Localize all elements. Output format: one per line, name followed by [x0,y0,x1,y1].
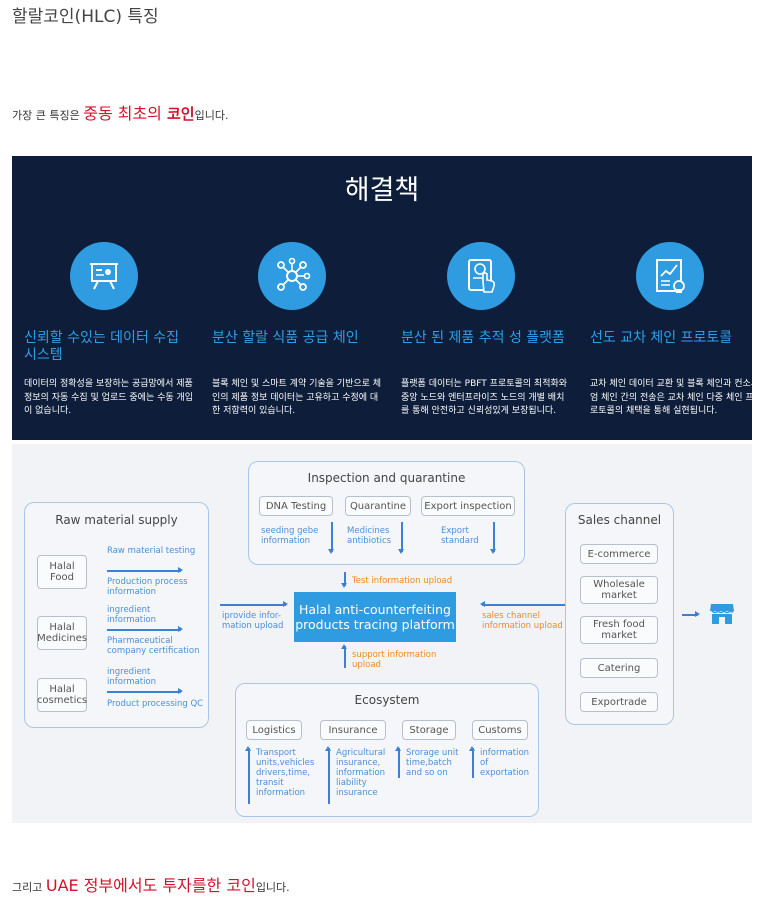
provide-upload-label: iprovide infor-mation upload [222,611,284,631]
intro-paragraph: 가장 큰 특징은 중동 최초의 코인입니다. [12,100,228,124]
ecosystem-note: Transport units,vehicles drivers,time, t… [256,748,315,798]
arrow-up-icon [395,746,401,778]
page-title: 할랄코인(HLC) 특징 [12,7,159,27]
arrow-right-icon [107,688,183,694]
arrow-up-icon [245,746,251,804]
inspection-box: Inspection and quarantine DNA Testing Qu… [248,461,525,565]
raw-note: ingredient information [107,605,157,625]
closing-paragraph: 그리고 UAE 정부에서도 투자를한 코인입니다. [12,872,290,896]
arrow-up-icon [469,746,475,778]
ecosystem-box: Ecosystem Logistics Insurance Storage Cu… [235,683,539,817]
sales-channel-chip: E-commerce [580,544,658,564]
card-description: 데이터의 정확성을 보장하는 공급망에서 제품 정보의 자동 수집 및 업로드 … [24,379,194,416]
arrow-down-icon [398,522,404,554]
solution-title: 해결책 [344,175,420,206]
arrow-right-icon [682,611,700,617]
sales-channel-chip: Fresh food market [580,616,658,644]
arrow-right-icon [107,567,183,573]
card-description: 플랫폼 데이터는 PBFT 프로토콜의 최적화와 중앙 노드와 엔터프라이즈 노… [401,379,568,416]
solution-panel: 해결책 신뢰할 수있는 데이터 수집 시스템 데이터의 정확성을 보장하는 공급… [12,156,752,440]
halal-food-chip: Halal Food [37,555,87,589]
card-title: 신뢰할 수있는 데이터 수집 시스템 [24,330,180,363]
raw-note: Raw material testing [107,546,196,556]
sales-channel-chip: Exportrade [580,692,658,712]
arrow-down-icon [490,522,496,554]
card-title: 분산 할랄 식품 공급 체인 [212,330,359,346]
tablet-touch-icon [447,242,515,310]
logistics-chip: Logistics [246,720,302,740]
closing-suffix: 입니다. [255,881,290,894]
card-description: 교차 체인 데이터 교환 및 블록 체인과 컨소시엄 체인 간의 전송은 교차 … [590,379,752,416]
storage-chip: Storage [402,720,456,740]
card-description: 블록 체인 및 스마트 계약 기술을 기반으로 체인의 제품 정보 데이터는 고… [212,379,382,416]
raw-note: Production process information [107,577,188,597]
export-inspection-chip: Export inspection [421,496,515,516]
raw-material-title: Raw material supply [55,513,178,527]
storefront-icon [709,602,735,626]
intro-prefix: 가장 큰 특징은 [12,109,84,122]
raw-note: ingredient information [107,667,157,687]
card-title: 분산 된 제품 추적 성 플랫폼 [401,330,565,346]
raw-note: Pharmaceutical company certification [107,636,200,656]
arrow-right-icon [220,601,288,607]
card-title: 선도 교차 체인 프로토콜 [590,330,733,346]
arrow-down-icon [328,522,334,554]
inspection-note: Medicines antibiotics [347,526,392,546]
arrow-up-icon [325,746,331,804]
report-chart-icon [636,242,704,310]
arrow-down-icon [341,572,347,588]
arrow-left-icon [480,601,566,607]
quarantine-chip: Quarantine [345,496,411,516]
ecosystem-note: Agricultural insurance, information liab… [336,748,386,798]
raw-note: Product processing QC [107,699,204,709]
support-upload-label: support information upload [352,650,437,670]
intro-suffix: 입니다. [194,109,229,122]
presentation-board-icon [70,242,138,310]
tracing-platform: Halal anti-counterfeiting products traci… [294,592,456,642]
closing-prefix: 그리고 [12,881,46,894]
customs-chip: Customs [472,720,528,740]
halal-cosmetics-chip: Halal cosmetics [37,678,87,712]
inspection-title: Inspection and quarantine [307,471,466,485]
inspection-note: Export standard [441,526,479,546]
ecosystem-title: Ecosystem [354,693,420,707]
insurance-chip: Insurance [320,720,386,740]
arrow-right-icon [107,626,183,632]
intro-highlight-coin: 코인 [167,105,195,123]
network-nodes-icon [258,242,326,310]
test-upload-label: Test information upload [352,576,453,586]
ecosystem-note: Srorage unit time,batch and so on [406,748,459,778]
sales-channel-chip: Catering [580,658,658,678]
sales-channel-box: Sales channel E-commerce Wholesale marke… [565,503,674,725]
closing-highlight: UAE 정부에서도 투자를한 코인 [45,876,256,895]
tracing-diagram: Raw material supply Halal Food Raw mater… [12,444,752,823]
halal-medicines-chip: Halal Medicines [37,616,87,650]
sales-channel-chip: Wholesale market [580,576,658,604]
dna-testing-chip: DNA Testing [259,496,333,516]
sales-upload-label: sales channel information upload [482,611,563,631]
intro-highlight-first: 중동 최초의 [83,104,167,123]
sales-channel-title: Sales channel [577,513,662,527]
solution-infographic: 해결책 신뢰할 수있는 데이터 수집 시스템 데이터의 정확성을 보장하는 공급… [12,156,752,823]
raw-material-box: Raw material supply Halal Food Raw mater… [24,502,209,728]
arrow-up-icon [341,644,347,668]
inspection-note: seeding gebe information [261,526,319,546]
ecosystem-note: information of exportation [480,748,530,778]
